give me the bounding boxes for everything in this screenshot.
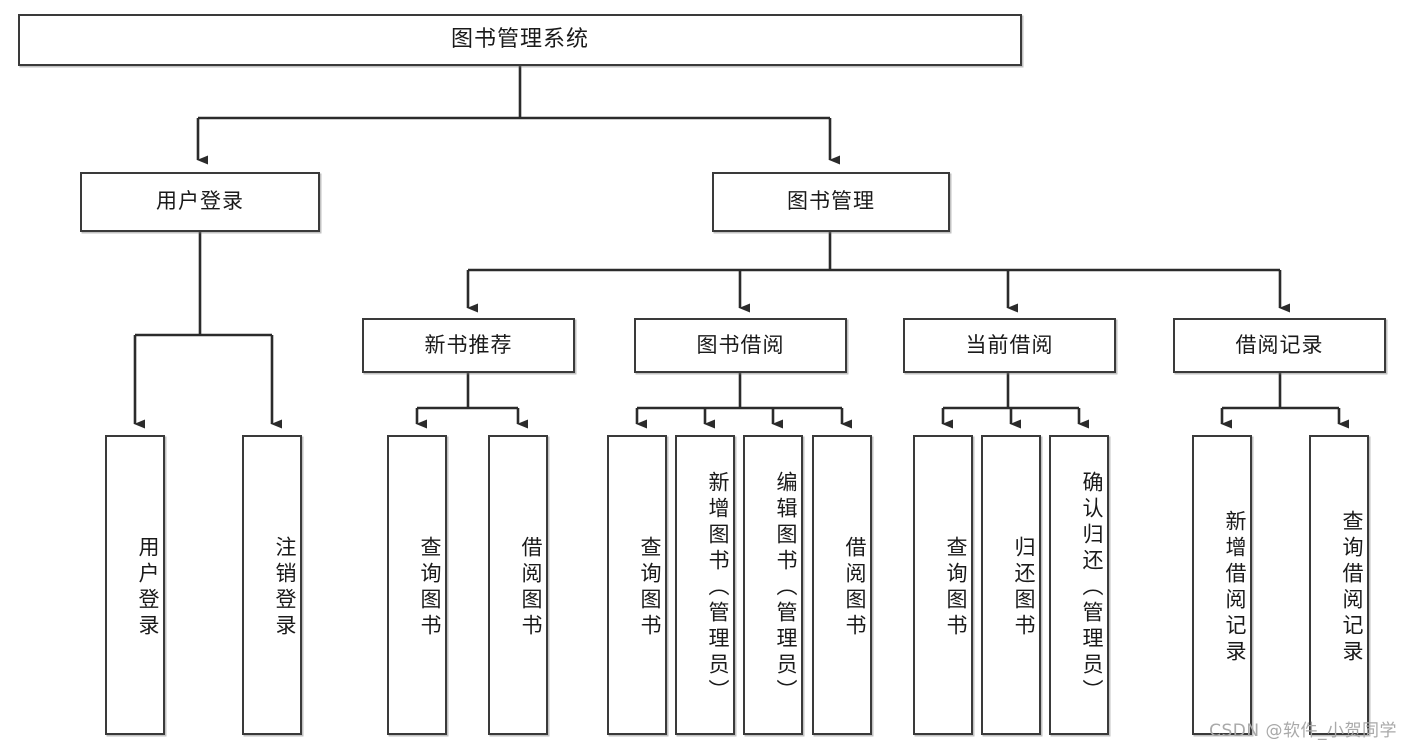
leaf-add-book-admin[interactable]: 新增图书（管理员） [675, 435, 735, 735]
leaf-query-books-borrow[interactable]: 查询图书 [607, 435, 667, 735]
node-book-borrowing[interactable]: 图书借阅 [634, 318, 847, 373]
node-root-book-management-system[interactable]: 图书管理系统 [18, 14, 1022, 66]
leaf-logout[interactable]: 注销登录 [242, 435, 302, 735]
leaf-return-books[interactable]: 归还图书 [981, 435, 1041, 735]
node-label: 查询借阅记录 [1340, 510, 1364, 666]
node-label: 图书借阅 [696, 332, 785, 357]
node-borrow-records[interactable]: 借阅记录 [1173, 318, 1386, 373]
node-label: 查询图书 [944, 536, 968, 640]
node-label: 图书管理 [787, 189, 875, 214]
node-label: 借阅图书 [843, 536, 867, 640]
node-new-book-recommendation[interactable]: 新书推荐 [362, 318, 575, 373]
node-label: 当前借阅 [965, 332, 1054, 357]
node-label: 编辑图书（管理员） [774, 471, 798, 705]
node-user-login[interactable]: 用户登录 [80, 172, 320, 232]
csdn-watermark: CSDN @软件_小贺同学 [1209, 721, 1397, 741]
leaf-query-borrow-record[interactable]: 查询借阅记录 [1309, 435, 1369, 735]
node-label: 注销登录 [273, 536, 297, 640]
node-label: 新书推荐 [424, 332, 513, 357]
node-label: 新增图书（管理员） [706, 471, 730, 705]
leaf-borrow-books[interactable]: 借阅图书 [812, 435, 872, 735]
node-label: 查询图书 [418, 536, 442, 640]
node-label: 用户登录 [136, 536, 160, 640]
node-label: 新增借阅记录 [1223, 510, 1247, 666]
leaf-add-borrow-record[interactable]: 新增借阅记录 [1192, 435, 1252, 735]
node-label: 查询图书 [638, 536, 662, 640]
node-label: 借阅记录 [1235, 332, 1324, 357]
node-book-management[interactable]: 图书管理 [712, 172, 950, 232]
leaf-user-login[interactable]: 用户登录 [105, 435, 165, 735]
node-label: 归还图书 [1012, 536, 1036, 640]
leaf-edit-book-admin[interactable]: 编辑图书（管理员） [743, 435, 803, 735]
leaf-query-books-current[interactable]: 查询图书 [913, 435, 973, 735]
node-label: 借阅图书 [519, 536, 543, 640]
node-current-borrowing[interactable]: 当前借阅 [903, 318, 1116, 373]
leaf-confirm-return-admin[interactable]: 确认归还（管理员） [1049, 435, 1109, 735]
node-label: 用户登录 [156, 189, 244, 214]
node-label: 图书管理系统 [450, 26, 589, 52]
leaf-borrow-books-recommend[interactable]: 借阅图书 [488, 435, 548, 735]
leaf-query-books-recommend[interactable]: 查询图书 [387, 435, 447, 735]
node-label: 确认归还（管理员） [1080, 471, 1104, 705]
